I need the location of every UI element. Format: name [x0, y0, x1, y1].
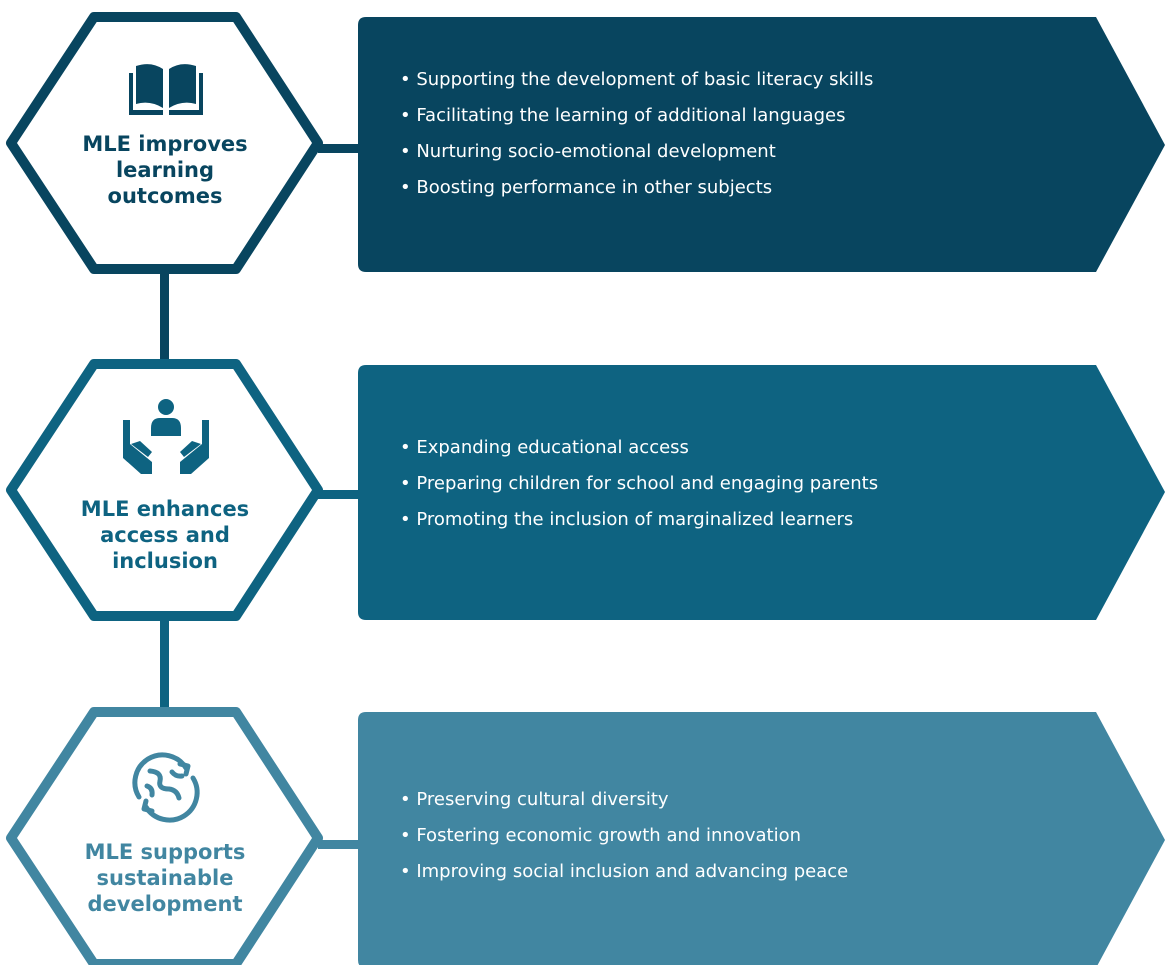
hexagon-title-line: access and: [100, 523, 230, 547]
list-item: • Supporting the development of basic li…: [400, 69, 874, 90]
connector-row-3: [318, 840, 360, 849]
hexagon-title-row-1: MLE improves learning outcomes: [65, 131, 265, 209]
hexagon-title-line: MLE enhances: [80, 497, 250, 521]
hexagon-title-row-3: MLE supports sustainable development: [65, 839, 265, 917]
hexagon-title-row-2: MLE enhances access and inclusion: [65, 496, 265, 574]
hexagon-title-line: learning: [115, 158, 215, 182]
list-item: • Nurturing socio-emotional development: [400, 141, 776, 162]
panel-list-row-1: • Supporting the development of basic li…: [400, 62, 873, 206]
panel-list-row-3: • Preserving cultural diversity • Foster…: [400, 782, 848, 890]
hexagon-title-line: outcomes: [107, 184, 223, 208]
connector-1-2: [160, 268, 169, 368]
connector-2-3: [160, 616, 169, 716]
list-item: • Fostering economic growth and innovati…: [400, 825, 802, 846]
connector-row-2: [318, 490, 360, 499]
hexagon-row-2: [6, 359, 323, 621]
panel-row-1: [358, 17, 1165, 272]
list-item: • Facilitating the learning of additiona…: [400, 105, 846, 126]
hexagon-row-1: [6, 12, 323, 274]
list-item: • Improving social inclusion and advanci…: [400, 861, 849, 882]
hexagon-title-line: MLE supports: [84, 840, 246, 864]
hexagon-row-3: [6, 707, 323, 969]
hexagon-title-line: sustainable: [96, 866, 234, 890]
hexagon-title-line: inclusion: [112, 549, 218, 573]
open-book-icon: [129, 64, 203, 115]
hands-holding-person-icon: [123, 399, 209, 474]
panel-row-3: [358, 712, 1165, 968]
panel-row-2: [358, 365, 1165, 620]
list-item: • Expanding educational access: [400, 437, 689, 458]
connector-row-1: [318, 144, 360, 153]
globe-arrows-icon: [132, 752, 200, 823]
panel-list-row-2: • Expanding educational access • Prepari…: [400, 430, 878, 538]
list-item: • Preparing children for school and enga…: [400, 473, 879, 494]
list-item: • Preserving cultural diversity: [400, 789, 669, 810]
list-item: • Boosting performance in other subjects: [400, 177, 773, 198]
list-item: • Promoting the inclusion of marginalize…: [400, 509, 854, 530]
hexagon-title-line: development: [87, 892, 243, 916]
hexagon-title-line: MLE improves: [82, 132, 248, 156]
